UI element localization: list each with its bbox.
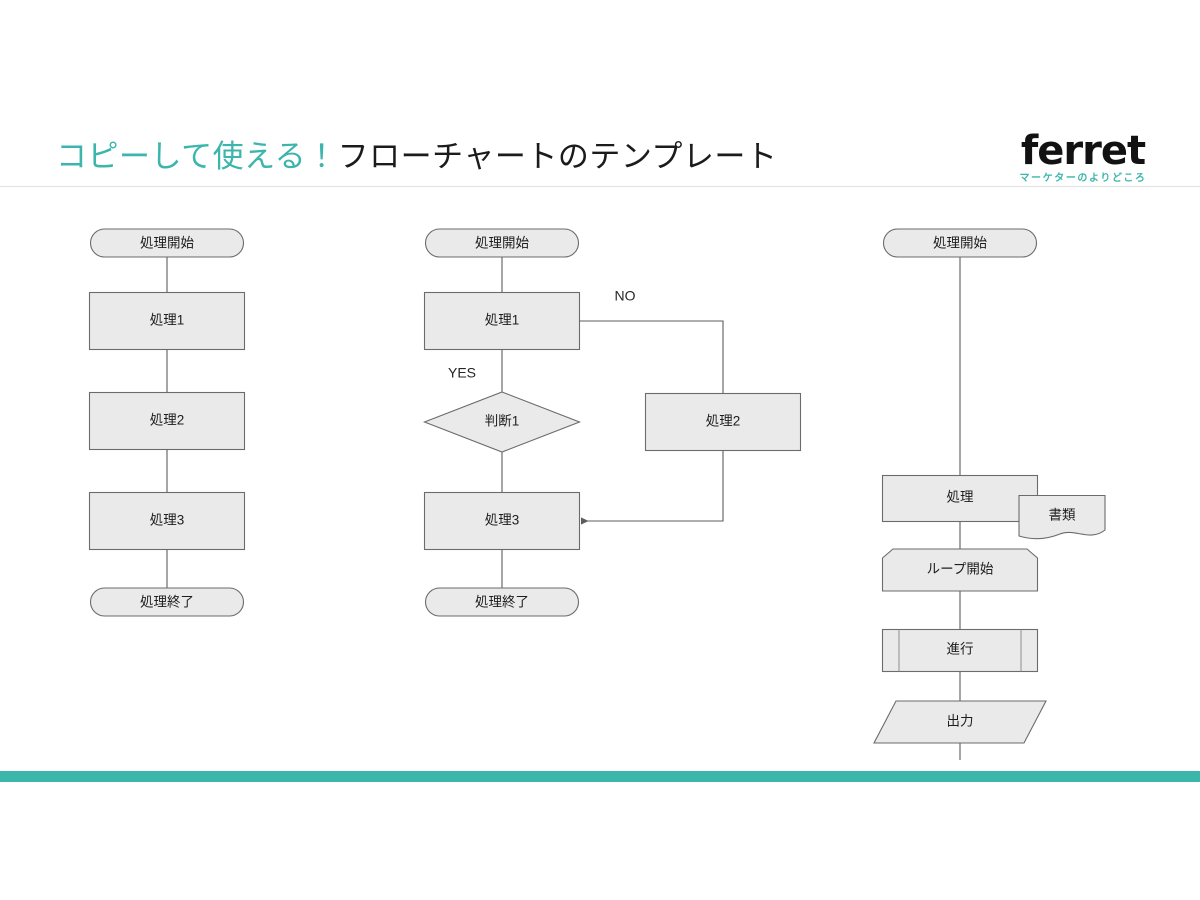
node-c2-step2[interactable]: 処理2	[644, 392, 802, 452]
edge-label-yes: YES	[448, 365, 476, 381]
flowchart-area: 処理開始 処理1 処理2 処理3 処理終了	[0, 200, 1200, 760]
node-c1-step2[interactable]: 処理2	[88, 391, 246, 451]
node-label: 処理2	[150, 413, 185, 428]
node-label: 進行	[947, 642, 974, 657]
node-c3-document[interactable]: 書類	[1018, 494, 1106, 540]
edge-label-no: NO	[615, 288, 636, 304]
node-c2-step1[interactable]: 処理1	[423, 291, 581, 351]
node-c3-loop-start[interactable]: ループ開始	[881, 548, 1039, 592]
node-label: 処理	[947, 490, 975, 505]
node-label: ループ開始	[927, 562, 994, 577]
brand-tagline: マーケターのよりどころ	[1019, 173, 1147, 184]
node-c1-start[interactable]: 処理開始	[89, 228, 245, 258]
node-c1-end[interactable]: 処理終了	[89, 587, 245, 617]
connector-no	[579, 320, 724, 394]
node-label: 処理1	[485, 313, 520, 328]
footer-accent-bar	[0, 771, 1200, 782]
connector-merge	[580, 450, 724, 525]
node-c2-end[interactable]: 処理終了	[424, 587, 580, 617]
flow-column-extended-symbols: 処理開始 処理 書類 ループ開始	[873, 228, 1106, 760]
node-c3-start[interactable]: 処理開始	[882, 228, 1038, 258]
node-label: 処理開始	[140, 236, 194, 251]
node-c3-process[interactable]: 処理	[881, 474, 1039, 523]
node-c1-step3[interactable]: 処理3	[88, 491, 246, 551]
brand-logo: ferret マーケターのよりどころ	[998, 130, 1168, 185]
node-label: 処理3	[150, 513, 185, 528]
header-divider	[0, 186, 1200, 187]
node-label: 処理3	[485, 513, 520, 528]
flow-column-branching: 処理開始 処理1 判断1 処理3 処理終了	[422, 228, 802, 617]
node-label: 出力	[947, 714, 974, 729]
node-c2-start[interactable]: 処理開始	[424, 228, 580, 258]
page-title: コピーして使える！フローチャートのテンプレート	[56, 138, 777, 176]
node-label: 処理2	[706, 414, 741, 429]
node-label: 処理終了	[140, 595, 194, 610]
node-label: 処理開始	[475, 236, 529, 251]
node-c2-decision1[interactable]: 判断1	[422, 391, 582, 453]
node-c3-predefined-process[interactable]: 進行	[881, 628, 1039, 673]
node-c3-output[interactable]: 出力	[873, 700, 1047, 744]
node-c1-step1[interactable]: 処理1	[88, 291, 246, 351]
flow-column-simple-sequence: 処理開始 処理1 処理2 処理3 処理終了	[88, 228, 246, 617]
page-title-plain: フローチャートのテンプレート	[337, 139, 778, 174]
node-label: 処理1	[150, 313, 185, 328]
page-title-accent: コピーして使える！	[56, 139, 338, 174]
node-c2-step3[interactable]: 処理3	[423, 491, 581, 551]
node-label: 判断1	[485, 414, 520, 429]
brand-wordmark: ferret	[1020, 128, 1146, 174]
node-label: 処理終了	[475, 595, 529, 610]
node-label: 処理開始	[933, 236, 987, 251]
node-label: 書類	[1049, 508, 1077, 523]
